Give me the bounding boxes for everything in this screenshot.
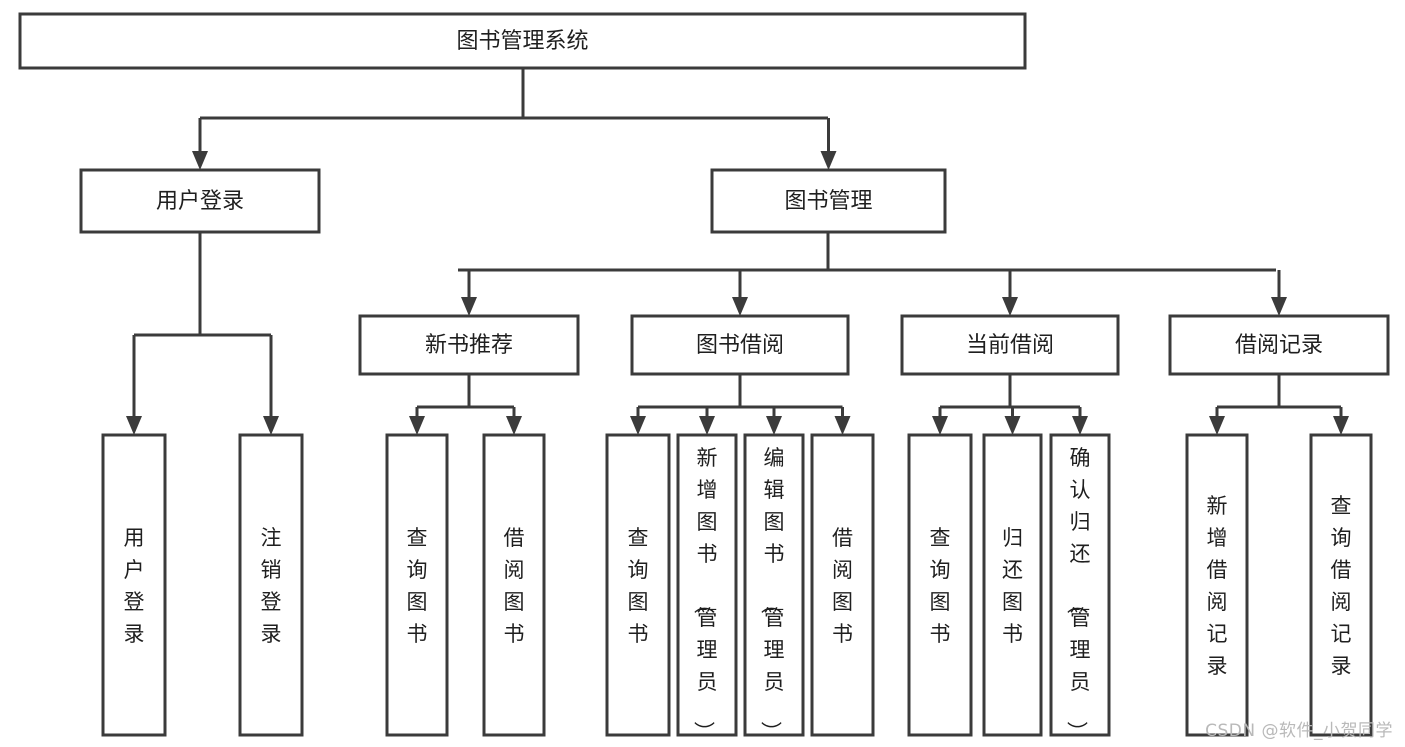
leaf-label: 归还图书 — [1002, 526, 1023, 646]
node-root-图书管理系统[interactable]: 图书管理系统 — [18, 12, 1027, 70]
leaf-label: 用户登录 — [124, 526, 145, 646]
leaf-新增借阅记录-11[interactable]: 新增借阅记录 — [1185, 433, 1249, 737]
arrow-down-icon-leaf-4 — [630, 416, 646, 435]
node-box — [710, 168, 947, 234]
arrow-down-icon-level2-0 — [192, 151, 208, 170]
leaf-box — [482, 433, 546, 737]
node-label: 图书管理 — [784, 189, 872, 214]
leaf-box — [238, 433, 304, 737]
leaf-box — [982, 433, 1043, 737]
arrow-down-icon-level3-3 — [1271, 297, 1287, 316]
leaf-编辑图书管理员-6[interactable]: 编辑图书（管理员） — [743, 433, 805, 742]
node-box — [1168, 314, 1390, 376]
leaf-box — [385, 433, 449, 737]
leaf-box — [1185, 433, 1249, 737]
leaf-查询图书-8[interactable]: 查询图书 — [907, 433, 973, 737]
arrow-down-icon-leaf-10 — [1072, 416, 1088, 435]
leaf-借阅图书-3[interactable]: 借阅图书 — [482, 433, 546, 737]
node-level2-用户登录[interactable]: 用户登录 — [79, 168, 321, 234]
node-box — [79, 168, 321, 234]
node-label: 新书推荐 — [425, 333, 513, 358]
leaf-label: 查询图书 — [628, 526, 649, 646]
node-level2-图书管理[interactable]: 图书管理 — [710, 168, 947, 234]
arrow-down-icon-leaf-12 — [1333, 416, 1349, 435]
leaf-label: 查询图书 — [930, 526, 951, 646]
arrow-down-icon-level3-2 — [1002, 297, 1018, 316]
leaf-box — [101, 433, 167, 737]
arrow-down-icon-leaf-1 — [263, 416, 279, 435]
leaf-查询借阅记录-12[interactable]: 查询借阅记录 — [1309, 433, 1373, 737]
leaf-label: 确认归还（管理员） — [1065, 446, 1091, 742]
arrow-down-icon-level3-1 — [732, 297, 748, 316]
leaf-新增图书管理员-5[interactable]: 新增图书（管理员） — [676, 433, 738, 742]
arrow-down-icon-level2-1 — [820, 151, 837, 170]
leaf-用户登录-0[interactable]: 用户登录 — [101, 433, 167, 737]
node-level3-图书借阅[interactable]: 图书借阅 — [630, 314, 850, 376]
arrow-down-icon-leaf-3 — [506, 416, 522, 435]
leaf-label: 借阅图书 — [504, 526, 525, 646]
node-label: 图书管理系统 — [456, 29, 588, 54]
node-label: 图书借阅 — [696, 333, 784, 358]
arrow-down-icon-leaf-5 — [699, 416, 715, 435]
leaf-box — [810, 433, 875, 737]
node-box — [630, 314, 850, 376]
arrow-down-icon-leaf-8 — [932, 416, 948, 435]
leaf-box — [676, 433, 738, 737]
leaf-查询图书-2[interactable]: 查询图书 — [385, 433, 449, 737]
leaf-label: 新增借阅记录 — [1207, 494, 1228, 678]
leaf-label: 查询借阅记录 — [1331, 494, 1352, 678]
arrow-down-icon-leaf-9 — [1004, 416, 1021, 435]
leaf-label: 新增图书（管理员） — [692, 446, 718, 742]
arrow-down-icon-leaf-6 — [766, 416, 782, 435]
leaf-box — [1309, 433, 1373, 737]
leaf-box — [907, 433, 973, 737]
leaf-label: 查询图书 — [407, 526, 428, 646]
leaf-label: 编辑图书（管理员） — [759, 446, 785, 742]
arrow-down-icon-leaf-2 — [409, 416, 425, 435]
node-label: 借阅记录 — [1235, 333, 1323, 358]
leaf-label: 注销登录 — [261, 526, 282, 646]
leaf-查询图书-4[interactable]: 查询图书 — [605, 433, 671, 737]
node-label: 用户登录 — [156, 189, 244, 214]
leaf-借阅图书-7[interactable]: 借阅图书 — [810, 433, 875, 737]
connector-layer — [126, 68, 1349, 435]
node-level3-当前借阅[interactable]: 当前借阅 — [900, 314, 1120, 376]
leaf-确认归还管理员-10[interactable]: 确认归还（管理员） — [1049, 433, 1111, 742]
arrow-down-icon-leaf-7 — [834, 416, 851, 435]
arrow-down-icon-level3-0 — [461, 297, 477, 316]
leaf-box — [1049, 433, 1111, 737]
node-layer: 图书管理系统用户登录图书管理新书推荐图书借阅当前借阅借阅记录用户登录注销登录查询… — [18, 12, 1390, 742]
node-box — [358, 314, 580, 376]
node-label: 当前借阅 — [966, 333, 1054, 358]
leaf-label: 借阅图书 — [832, 526, 853, 646]
node-level3-新书推荐[interactable]: 新书推荐 — [358, 314, 580, 376]
leaf-归还图书-9[interactable]: 归还图书 — [982, 433, 1043, 737]
arrow-down-icon-leaf-11 — [1209, 416, 1225, 435]
node-box — [18, 12, 1027, 70]
arrow-down-icon-leaf-0 — [126, 416, 142, 435]
leaf-box — [605, 433, 671, 737]
leaf-box — [743, 433, 805, 737]
node-box — [900, 314, 1120, 376]
node-level3-借阅记录[interactable]: 借阅记录 — [1168, 314, 1390, 376]
leaf-注销登录-1[interactable]: 注销登录 — [238, 433, 304, 737]
